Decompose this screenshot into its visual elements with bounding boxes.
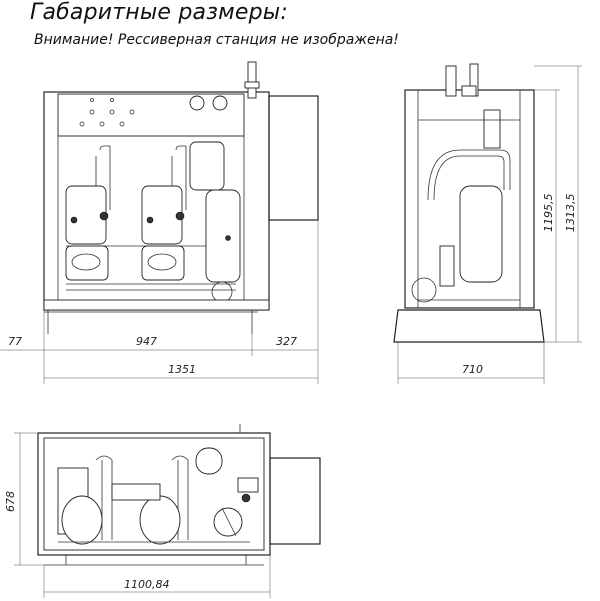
side-dim-height-total: 1313,5 — [564, 194, 577, 233]
front-base — [43, 299, 270, 311]
side-dim-height-inner: 1195,5 — [542, 194, 555, 233]
top-compressor-right — [139, 495, 181, 545]
front-top-pipe — [247, 61, 257, 99]
top-receiver — [213, 507, 243, 537]
front-dim-left: 77 — [8, 335, 22, 348]
warning-subtitle: Внимание! Рессиверная станция не изображ… — [34, 32, 399, 48]
front-side-box — [268, 95, 319, 221]
side-dim-width: 710 — [462, 363, 483, 376]
top-view: 678 1100,84 — [4, 424, 321, 598]
oil-separator — [189, 141, 241, 303]
top-compressor-left — [61, 495, 103, 545]
front-dim-middle: 947 — [136, 335, 157, 348]
gauge-right — [212, 95, 228, 111]
front-dim-total: 1351 — [168, 363, 196, 376]
side-compressor — [459, 185, 503, 283]
side-valve — [483, 109, 501, 149]
top-separator — [195, 447, 223, 475]
side-motor — [411, 277, 437, 303]
top-dim-depth: 678 — [4, 491, 17, 512]
side-base — [393, 309, 545, 343]
page-title: Габаритные размеры: — [30, 0, 288, 25]
front-view: 77 947 327 1351 — [0, 61, 319, 384]
side-view: 1195,5 1313,5 710 — [393, 63, 582, 384]
front-dim-right: 327 — [276, 335, 297, 348]
compressor-right — [141, 145, 187, 281]
side-top-pipe-left — [445, 65, 457, 97]
top-side-box — [269, 457, 321, 545]
panel-holes — [79, 98, 135, 127]
top-dim-width: 1100,84 — [124, 578, 170, 591]
gauge-left — [189, 95, 205, 111]
compressor-left — [65, 145, 111, 281]
